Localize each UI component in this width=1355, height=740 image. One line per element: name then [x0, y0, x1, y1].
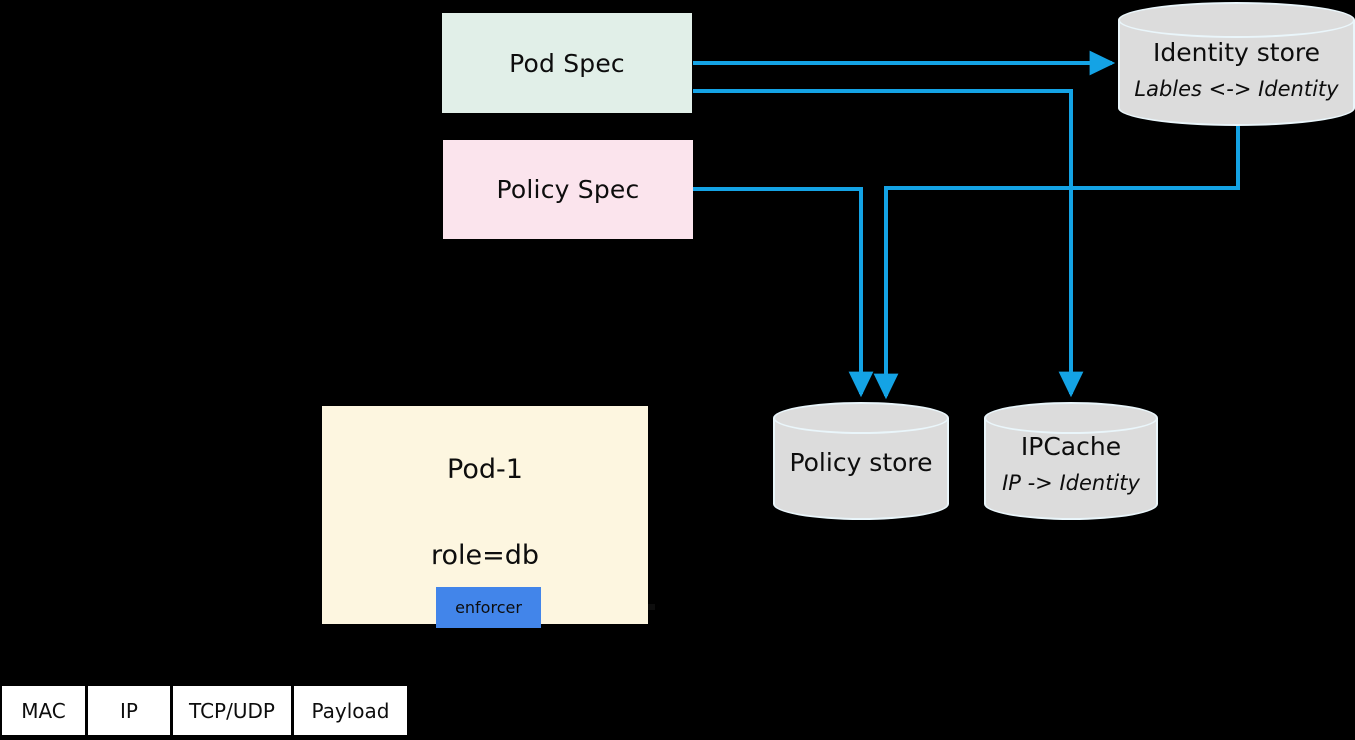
packet-cell-label: MAC — [21, 698, 66, 723]
policy-store-labels: Policy store — [773, 448, 949, 477]
enforcer-label: enforcer — [455, 598, 522, 617]
packet-cell-label: TCP/UDP — [189, 698, 275, 723]
pod-spec-box[interactable]: Pod Spec — [442, 13, 692, 113]
packet-bar: MAC IP TCP/UDP Payload — [2, 686, 407, 735]
identity-store-cylinder[interactable]: Identity store Lables <-> Identity — [1118, 2, 1355, 126]
policy-spec-box[interactable]: Policy Spec — [443, 140, 693, 239]
identity-store-sublabel: Lables <-> Identity — [1134, 77, 1339, 101]
cylinder-top-ellipse — [1118, 2, 1355, 38]
ipcache-sublabel: IP -> Identity — [1002, 471, 1140, 495]
identity-store-label: Identity store — [1153, 38, 1320, 67]
packet-cell-tcp-udp[interactable]: TCP/UDP — [173, 686, 291, 735]
edge-identity-store-to-policy-store — [873, 126, 1240, 400]
packet-cell-ip[interactable]: IP — [88, 686, 170, 735]
ipcache-cylinder[interactable]: IPCache IP -> Identity — [984, 402, 1158, 520]
enforcer-box[interactable]: enforcer — [436, 587, 541, 628]
policy-store-cylinder[interactable]: Policy store — [773, 402, 949, 520]
packet-cell-payload[interactable]: Payload — [294, 686, 407, 735]
packet-cell-mac[interactable]: MAC — [2, 686, 85, 735]
policy-spec-label: Policy Spec — [496, 175, 640, 204]
packet-cell-label: Payload — [311, 698, 390, 723]
edge-policy-spec-to-policy-store — [693, 187, 874, 398]
ipcache-labels: IPCache IP -> Identity — [984, 432, 1158, 495]
pod-1-title: Pod-1 — [447, 454, 523, 485]
pod-spec-label: Pod Spec — [509, 48, 625, 78]
ipcache-label: IPCache — [1020, 432, 1122, 461]
policy-store-label: Policy store — [789, 448, 933, 477]
packet-cell-label: IP — [120, 698, 138, 723]
cylinder-top-ellipse — [984, 402, 1158, 434]
pod-1-selector-label: role=db — [430, 540, 540, 571]
cylinder-top-ellipse — [773, 402, 949, 434]
identity-store-labels: Identity store Lables <-> Identity — [1118, 38, 1355, 101]
edge-pod-spec-to-ipcache — [693, 89, 1084, 398]
